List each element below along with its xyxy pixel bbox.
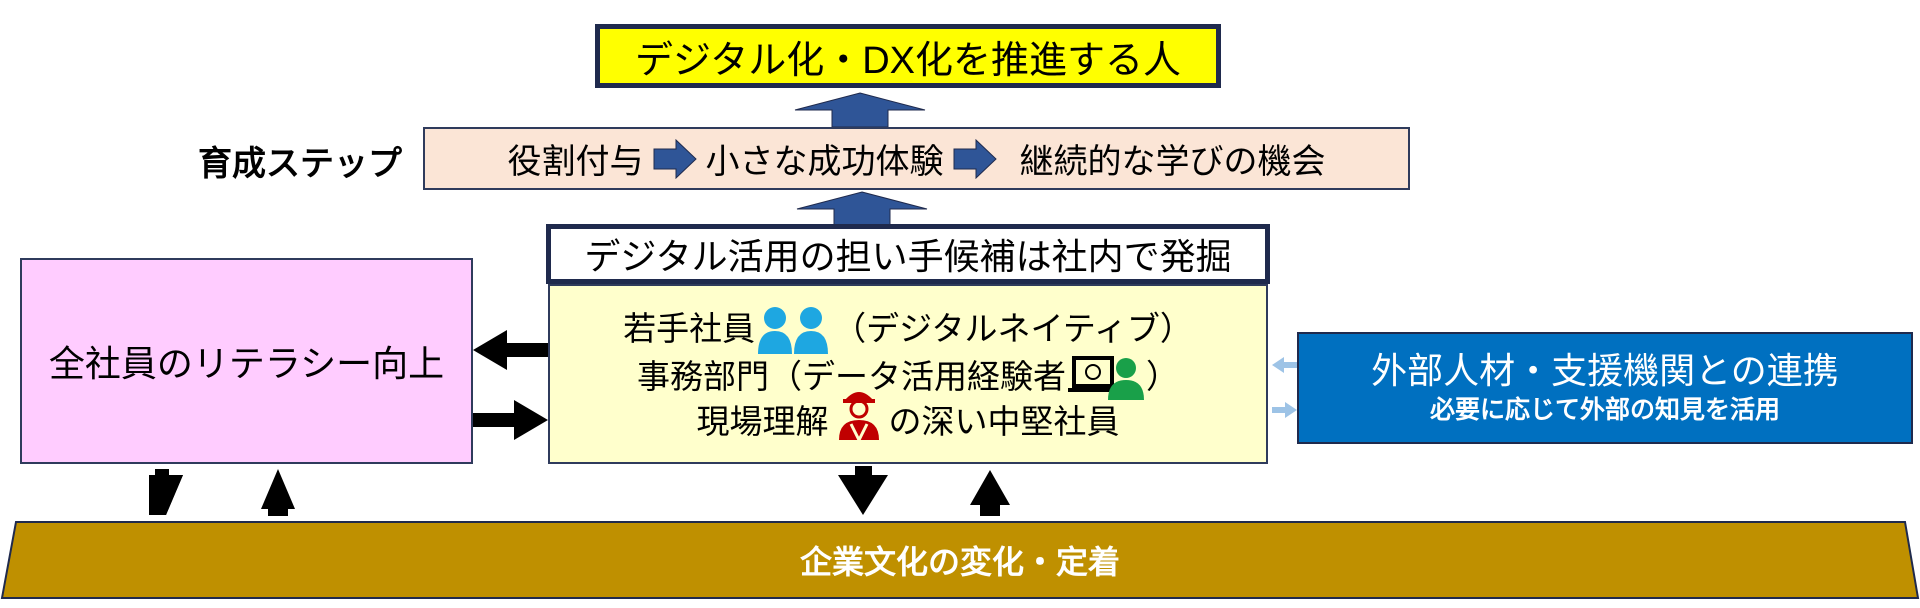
culture-base-shape	[0, 521, 1920, 599]
candidates-header-label: デジタル活用の担い手候補は社内で発掘	[584, 236, 1232, 277]
up-arrow-to-steps	[796, 191, 928, 226]
candidates-header: デジタル活用の担い手候補は社内で発掘	[546, 224, 1270, 284]
step-arrow-icon	[653, 138, 697, 179]
literacy-box: 全社員のリテラシー向上	[20, 258, 473, 464]
goal-box: デジタル化・DX化を推進する人	[595, 24, 1221, 88]
candidate-young-employees: 若手社員 （デジタルネイティブ）	[623, 304, 1193, 354]
worker-helmet-icon	[838, 392, 879, 440]
step-small-success: 小さな成功体験	[705, 143, 944, 181]
candidate-young-desc: （デジタルネイティブ）	[833, 310, 1193, 347]
arrow-to-literacy	[473, 330, 548, 370]
candidate-mid-career: 現場理解 の深い中堅社員	[696, 392, 1120, 444]
arrow-to-candidates	[473, 400, 548, 440]
goal-label: デジタル化・DX化を推進する人	[634, 39, 1182, 82]
candidates-box: 若手社員 （デジタルネイティブ） 事務部門（データ活用経験者 ） 現場理解 の深…	[548, 284, 1268, 464]
external-partners-box: 外部人材・支援機関との連携 必要に応じて外部の知見を活用	[1297, 332, 1913, 444]
candidate-mid-desc: の深い中堅社員	[888, 403, 1120, 440]
up-arrow-to-goal	[794, 92, 926, 128]
external-subtitle: 必要に応じて外部の知見を活用	[1429, 396, 1780, 424]
culture-base: 企業文化の変化・定着	[0, 520, 1920, 600]
training-steps-bar: 役割付与 小さな成功体験 継続的な学びの機会	[423, 127, 1410, 190]
arrow-to-external	[1272, 402, 1297, 418]
candidate-mid-label: 現場理解	[696, 403, 829, 440]
candidate-office-staff: 事務部門（データ活用経験者 ）	[637, 354, 1179, 400]
literacy-label: 全社員のリテラシー向上	[48, 343, 445, 384]
young-employees-icon	[758, 307, 829, 354]
candidate-office-close: ）	[1146, 358, 1179, 395]
training-steps-label: 育成ステップ	[198, 144, 402, 183]
step-continuous-learning: 継続的な学びの機会	[1019, 143, 1326, 181]
up-arrow-candidates	[970, 470, 1010, 516]
down-arrow-candidates	[838, 466, 888, 515]
step-role-assignment: 役割付与	[507, 143, 644, 181]
arrow-from-external	[1272, 357, 1297, 373]
laptop-user-icon	[1068, 356, 1144, 400]
candidate-office-label: 事務部門（データ活用経験者	[637, 358, 1066, 395]
step-arrow-icon	[953, 138, 997, 179]
up-arrow-literacy	[261, 469, 295, 516]
down-arrow-literacy-head	[149, 475, 183, 515]
external-title: 外部人材・支援機関との連携	[1371, 350, 1839, 391]
candidate-young-label: 若手社員	[623, 310, 756, 347]
culture-label: 企業文化の変化・定着	[799, 544, 1120, 580]
